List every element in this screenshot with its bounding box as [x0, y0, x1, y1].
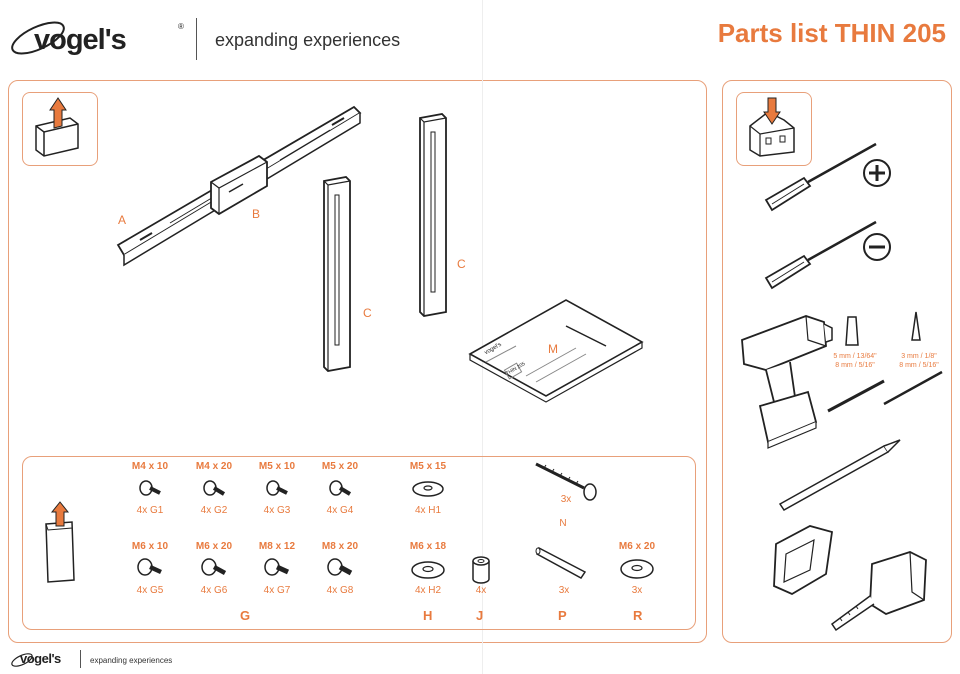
unpack-box-icon [35, 97, 79, 157]
wood-bit-size-1: 3 mm / 1/8" [901, 353, 937, 360]
screw-qty: 4x G5 [136, 585, 164, 596]
concrete-bit-label: 5 mm / 13/64" 8 mm / 5/16" [826, 352, 884, 370]
label-m: M [548, 342, 558, 356]
washer-r-qty: 3x [631, 585, 643, 596]
spacer-icon [472, 556, 490, 584]
wood-bit-size-2: 8 mm / 5/16" [899, 362, 939, 369]
screw-size: M5 x 10 [258, 461, 296, 472]
phillips-symbol-icon [863, 159, 891, 187]
stud-finder-icon [773, 525, 834, 596]
fold-line [482, 0, 483, 674]
screw-size: M4 x 20 [195, 461, 233, 472]
group-r-label: R [633, 608, 643, 623]
wood-drill-bit-icon [883, 311, 943, 406]
screw-size: M4 x 10 [131, 461, 169, 472]
washer-h2-size: M6 x 18 [409, 541, 447, 552]
tape-measure-icon [830, 551, 927, 632]
registered-mark: ® [178, 22, 184, 31]
header-logo: vogel's ® [8, 12, 188, 64]
group-h-label: H [423, 608, 433, 623]
wood-bit-label: 3 mm / 1/8" 8 mm / 5/16" [890, 352, 948, 370]
spacer-qty: 4x [475, 585, 487, 596]
washer-h2-qty: 4x H2 [414, 585, 442, 596]
washer-icon [412, 481, 444, 497]
screw-size: M6 x 10 [131, 541, 169, 552]
concrete-drill-bit-icon [827, 316, 885, 413]
screw-size: M8 x 20 [321, 541, 359, 552]
logo-swoosh-icon [11, 21, 65, 55]
flat-symbol-icon [863, 233, 891, 261]
label-n: N [559, 518, 567, 529]
screw-icon [264, 558, 290, 576]
screw-qty: 4x G3 [263, 505, 291, 516]
screw-qty: 4x G2 [200, 505, 228, 516]
parts-bag-icon [45, 501, 75, 583]
label-b: B [252, 207, 261, 221]
group-p-label: P [558, 608, 567, 623]
washer-icon [620, 559, 654, 579]
parts-panel [8, 80, 707, 643]
small-parts-panel [22, 456, 696, 630]
brand-logo-text: vogel's [34, 24, 127, 56]
part-b-slider [210, 154, 268, 216]
tools-panel [722, 80, 952, 643]
wall-plug-qty: 3x [558, 585, 570, 596]
footer-brand: vogel's [20, 651, 61, 666]
manual-booklet-icon [468, 299, 644, 403]
footer-divider [80, 650, 81, 668]
screw-icon [203, 480, 226, 496]
wood-screw-icon [535, 462, 597, 501]
screw-icon [327, 558, 353, 576]
group-j-label: J [476, 608, 484, 623]
screw-qty: 4x G4 [326, 505, 354, 516]
screw-icon [137, 558, 162, 576]
flat-screwdriver-icon [764, 220, 877, 290]
screw-icon [329, 480, 352, 496]
screw-qty: 4x G7 [263, 585, 291, 596]
washer-h1-qty: 4x H1 [414, 505, 442, 516]
washer-h1-size: M5 x 15 [409, 461, 447, 472]
wall-plug-icon [535, 546, 587, 579]
part-c-bracket-right [419, 113, 447, 317]
footer-tagline: expanding experiences [90, 656, 173, 665]
group-g-label: G [240, 608, 251, 623]
concrete-bit-size-2: 8 mm / 5/16" [835, 362, 875, 369]
screw-icon [266, 480, 288, 496]
screw-qty: 4x G1 [136, 505, 164, 516]
screw-size: M6 x 20 [195, 541, 233, 552]
label-a: A [118, 213, 127, 227]
phillips-screwdriver-icon [764, 142, 877, 212]
power-drill-icon [741, 315, 833, 449]
house-icon [749, 97, 795, 157]
part-c-bracket-left [323, 176, 351, 372]
screw-size: M5 x 20 [321, 461, 359, 472]
header-divider [196, 18, 197, 60]
wood-screw-qty: 3x [560, 494, 572, 505]
page-title: Parts list THIN 205 [717, 18, 946, 48]
concrete-bit-size-1: 5 mm / 13/64" [833, 353, 877, 360]
washer-r-size: M6 x 20 [618, 541, 656, 552]
screw-icon [139, 480, 161, 496]
screw-size: M8 x 12 [258, 541, 296, 552]
footer-logo-swoosh-icon [11, 653, 33, 667]
washer-icon [411, 561, 445, 579]
house-frame [736, 92, 812, 166]
label-c-right: C [457, 257, 466, 271]
label-c-left: C [363, 306, 372, 320]
screw-qty: 4x G6 [200, 585, 228, 596]
unpack-box-frame [22, 92, 98, 166]
screw-icon [201, 558, 227, 576]
screw-qty: 4x G8 [326, 585, 354, 596]
pencil-icon [778, 439, 901, 511]
header-tagline: expanding experiences [215, 30, 401, 50]
